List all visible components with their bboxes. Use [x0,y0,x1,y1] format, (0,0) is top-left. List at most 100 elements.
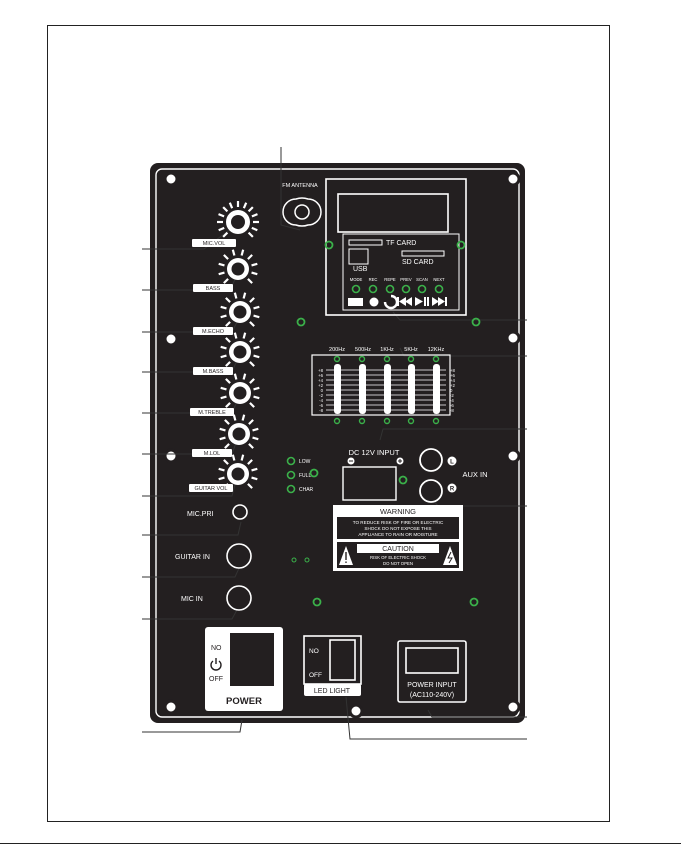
fm-antenna-label: FM ANTENNA [282,183,318,189]
warning-line-1: TO REDUCE RISK OF FIRE OR ELECTRIC [353,520,444,525]
eq-scale-right-2: +4 [450,378,456,383]
eq-scale-right-8: -8 [450,408,454,413]
aux-left-label: L [450,460,454,466]
led-light-switch[interactable]: NO OFF LED LIGHT [303,635,362,696]
knob-m-lol-label: M.LOL [204,451,221,457]
power-on-label: NO [211,645,222,652]
lightning-icon [443,546,457,565]
player-label-repe: REPE [384,277,396,282]
mic-pri-jack[interactable]: MIC.PRI [187,504,248,520]
eq-scale-left-5: -2 [319,393,323,398]
eq-scale-right-5: -2 [450,393,454,398]
caution-line-2: DO NOT OPEN [383,561,413,566]
eq-scale-right-7: -6 [450,403,454,408]
player-button-scan[interactable] [417,284,427,294]
caution-line-1: RISK OF ELECTRIC SHOCK [370,555,426,560]
power-input-label: POWER INPUT [407,682,457,689]
indicator-char-label: CHAR [299,487,314,493]
knob-mic-vol[interactable]: MIC.VOL [192,201,259,247]
eq-band-5khz-label: 5KHz [404,347,418,353]
knob-m-echo[interactable]: M.ECHO [193,292,260,335]
eq-band-200hz-label: 200Hz [329,347,345,353]
eq-slider-12khz[interactable] [433,364,440,414]
caution-title: CAUTION [382,546,414,553]
player-button-repe[interactable] [385,284,395,294]
knob-m-bass-label: M.BASS [203,369,224,375]
power-input-voltage: (AC110-240V) [410,692,454,699]
eq-scale-left-0: +8 [318,368,324,373]
aux-in[interactable]: L R AUX IN [419,448,488,503]
knob-m-bass[interactable]: M.BASS [193,332,260,375]
tf-card-slot[interactable] [348,239,383,246]
knob-m-treble-label: M.TREBLE [198,410,226,416]
eq-scale-right-4: 0 [450,388,453,393]
eq-band-1khz-label: 1KHz [380,347,394,353]
panel-inner-border [155,168,520,718]
warning-label: WARNING TO REDUCE RISK OF FIRE OR ELECTR… [333,505,463,571]
indicator-low-label: LOW [299,459,311,465]
sd-card-slot[interactable] [401,250,445,257]
player-label-scan: SCAN [416,277,428,282]
dc-input-label: DC 12V INPUT [349,448,400,457]
player-label-mode: MODE [350,277,363,282]
knob-m-lol[interactable]: M.LOL [192,414,259,457]
guitar-in-jack[interactable]: GUITAR IN [175,543,252,569]
knob-bass[interactable]: BASS [193,249,258,292]
knob-m-echo-label: M.ECHO [202,329,225,335]
eq-scale-right-6: -4 [450,398,454,403]
player-display [337,193,449,233]
player-button-prev[interactable] [401,284,411,294]
mic-in-label: MIC IN [181,596,203,603]
knob-m-treble[interactable]: M.TREBLE [190,373,260,416]
player-button-mode[interactable] [351,284,361,294]
dc-input[interactable]: DC 12V INPUT [342,448,404,501]
eq-slider-1khz[interactable] [384,364,391,414]
indicator-full-label: FULL [299,473,311,479]
mode-icon [348,298,363,306]
player-button-labels: MODE REC REPE PREV SCAN NEXT [350,277,445,282]
player-button-rec[interactable] [368,284,378,294]
guitar-in-label: GUITAR IN [175,554,210,561]
eq-band-12khz-label: 12KHz [428,347,445,353]
eq-scale-right-3: +2 [450,383,456,388]
mic-in-jack[interactable]: MIC IN [181,585,252,611]
eq-scale-right-0: +8 [450,368,456,373]
eq-slider-200hz[interactable] [334,364,341,414]
player-label-next: NEXT [433,277,445,282]
warning-title: WARNING [380,507,416,516]
equalizer: 200Hz 500Hz 1KHz 5KHz 12KHz +8 +6 +4 +2 … [311,347,456,425]
next-icon [432,297,447,306]
eq-scale-left-8: -8 [319,408,323,413]
mic-pri-label: MIC.PRI [187,511,214,518]
power-input-socket[interactable]: POWER INPUT (AC110-240V) [397,640,467,703]
power-off-label: OFF [209,676,223,683]
warning-exclamation-icon [339,546,353,565]
power-label: POWER [226,696,262,707]
player-label-prev: PREV [400,277,412,282]
bottom-rule [0,843,681,844]
usb-label: USB [353,266,368,273]
play-pause-icon [415,297,429,306]
usb-port[interactable] [348,248,369,265]
warning-line-2: SHOCK DO NOT EXPOSE THIS [364,526,431,531]
battery-indicators: LOW FULL CHAR [286,456,314,494]
eq-scale-left-4: 0 [321,388,324,393]
knob-guitar-vol[interactable]: GUITAR VOL [189,454,258,492]
eq-slider-5khz[interactable] [408,364,415,414]
eq-slider-500hz[interactable] [359,364,366,414]
eq-scale-left-7: -6 [319,403,323,408]
green-markers [291,240,481,607]
aux-right-label: R [450,487,455,493]
fm-antenna-jack[interactable]: FM ANTENNA [282,183,322,227]
player-label-rec: REC [369,277,378,282]
eq-scale-left-3: +2 [318,383,324,388]
led-light-label: LED LIGHT [314,688,351,695]
power-icon [210,658,222,671]
eq-scale-left-6: -4 [319,398,323,403]
player-button-next[interactable] [434,284,444,294]
led-on-label: NO [309,648,319,655]
repeat-icon [383,294,399,310]
power-switch[interactable]: NO OFF POWER [205,627,283,711]
eq-scale-left-2: +4 [318,378,324,383]
